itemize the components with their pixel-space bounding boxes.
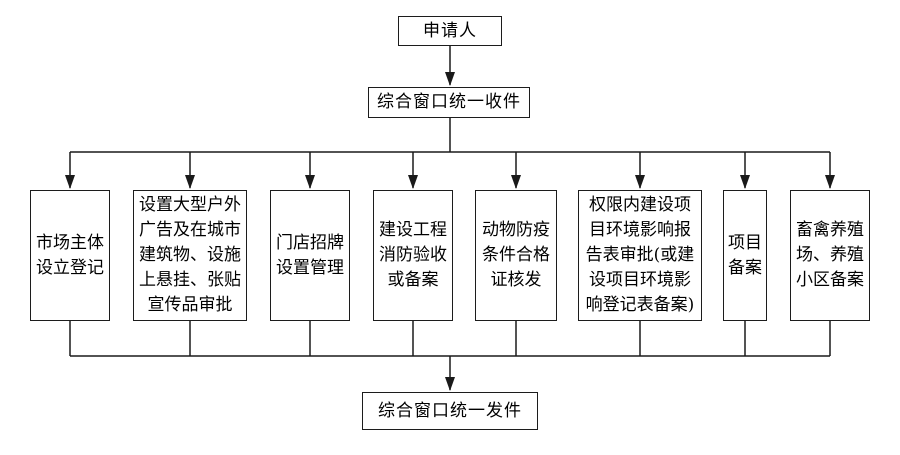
process-box-project-filing: 项目 备案 — [723, 190, 767, 321]
process-box-fire-inspection-filing: 建设工程 消防验收 或备案 — [373, 190, 453, 321]
process-box-shop-sign-management: 门店招牌 设置管理 — [270, 190, 350, 321]
applicant-box: 申请人 — [398, 16, 502, 46]
process-box-animal-epidemic-certificate: 动物防疫 条件合格 证核发 — [475, 190, 557, 321]
dispatch-box: 综合窗口统一发件 — [362, 392, 538, 430]
process-box-market-entity-registration: 市场主体 设立登记 — [30, 190, 110, 321]
process-box-livestock-farm-filing: 畜禽养殖 场、养殖 小区备案 — [790, 190, 870, 321]
intake-box: 综合窗口统一收件 — [368, 87, 530, 118]
process-box-environmental-impact-approval: 权限内建设项 目环境影响报 告表审批(或建 设项目环境影 响登记表备案) — [578, 190, 702, 321]
process-box-outdoor-ad-approval: 设置大型户外 广告及在城市 建筑物、设施 上悬挂、张贴 宣传品审批 — [133, 190, 247, 321]
